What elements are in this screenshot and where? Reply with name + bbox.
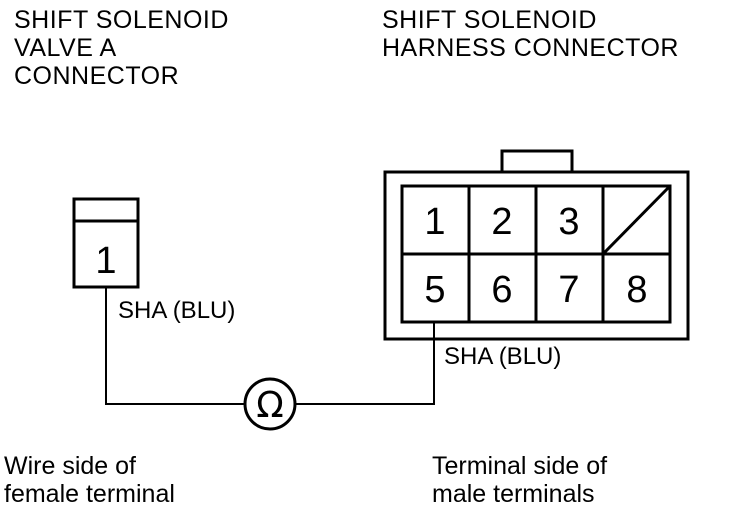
right-view-note: Terminal side of male terminals (432, 452, 608, 508)
harness-pin: 3 (558, 201, 579, 243)
left-pin-1: 1 (95, 240, 116, 282)
right-wire-label: SHA (BLU) (444, 343, 561, 370)
right-connector-title: SHIFT SOLENOID HARNESS CONNECTOR (382, 6, 679, 62)
left-view-note: Wire side of female terminal (4, 452, 175, 508)
harness-connector: 1 2 3 5 6 7 8 (383, 149, 690, 341)
harness-pin: 5 (424, 269, 445, 311)
ohmmeter-icon (243, 377, 297, 431)
harness-pin: 6 (491, 269, 512, 311)
unused-cavity-mark (601, 184, 672, 256)
harness-pin: 2 (491, 201, 512, 243)
left-wire-label: SHA (BLU) (118, 297, 235, 324)
harness-pin: 7 (558, 269, 579, 311)
harness-pin: 8 (626, 269, 647, 311)
solenoid-valve-connector: 1 (72, 197, 140, 289)
left-connector-title: SHIFT SOLENOID VALVE A CONNECTOR (14, 6, 229, 90)
test-wiring: Ω (105, 287, 435, 431)
harness-pin: 1 (424, 201, 445, 243)
ohm-symbol: Ω (256, 385, 284, 426)
